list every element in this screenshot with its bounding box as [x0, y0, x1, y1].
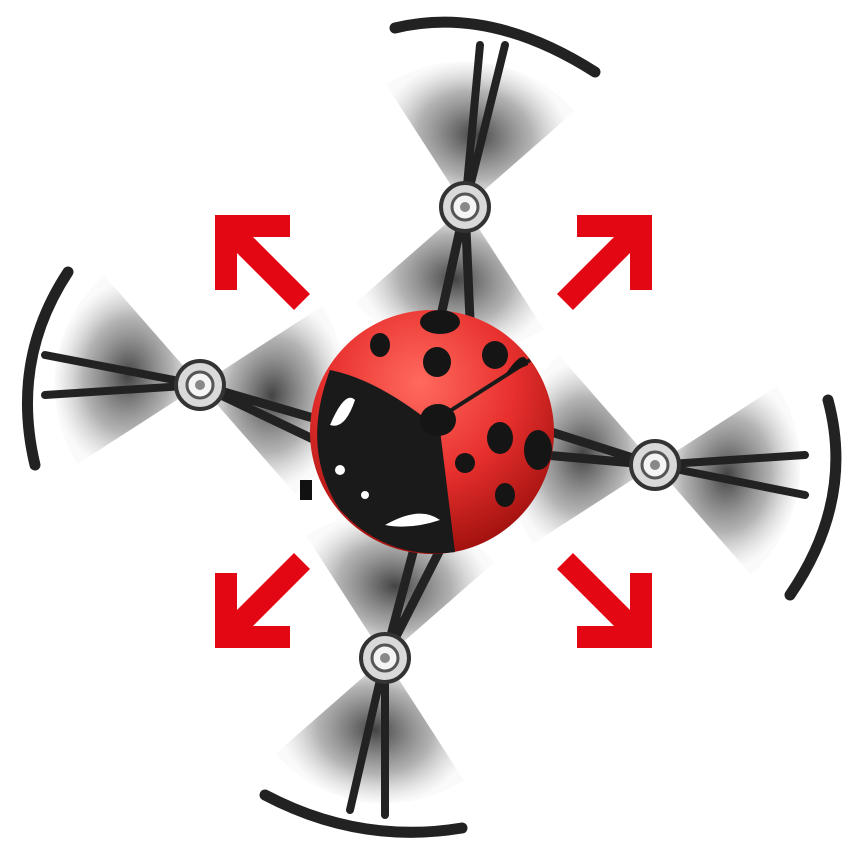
drone-frame	[22, 16, 842, 838]
motor-hub-top	[439, 181, 491, 233]
ladybug-spots	[370, 310, 552, 507]
motor-hub-bottom	[359, 632, 411, 684]
ladybug-body	[300, 310, 554, 554]
eye-highlight-left	[330, 397, 355, 426]
eye-highlight-bottom	[385, 513, 440, 527]
arrow-down-left-icon	[215, 553, 310, 648]
arrow-down-right-icon	[557, 553, 652, 648]
arrow-up-right-icon	[557, 215, 652, 310]
motor-hub-right	[629, 439, 681, 491]
motor-hub-left	[174, 359, 226, 411]
arrow-up-left-icon	[215, 215, 310, 310]
